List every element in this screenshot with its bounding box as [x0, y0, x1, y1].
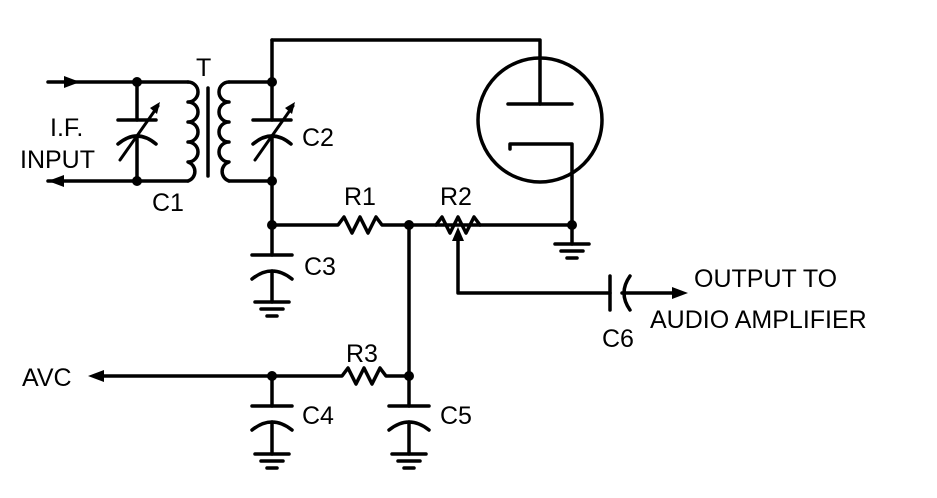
junction-c5 — [404, 371, 414, 381]
label-output-line1: OUTPUT TO — [694, 265, 837, 293]
r1-resistor — [270, 215, 574, 235]
label-r1: R1 — [344, 183, 376, 211]
label-avc: AVC — [22, 364, 72, 392]
label-c1: C1 — [152, 189, 184, 217]
diode-vacuum-tube-icon — [476, 56, 604, 227]
label-r2: R2 — [440, 183, 472, 211]
label-c6: C6 — [602, 325, 634, 353]
ground-icon — [553, 223, 591, 260]
c1-variable-capacitor — [116, 77, 160, 186]
label-if-input-line1: I.F. — [50, 114, 83, 142]
ground-icon — [253, 300, 291, 318]
ground-icon — [390, 452, 428, 470]
label-c5: C5 — [440, 402, 472, 430]
label-c4: C4 — [302, 402, 334, 430]
r3-resistor — [88, 366, 411, 386]
r2-potentiometer — [434, 215, 612, 295]
label-transformer: T — [196, 54, 211, 82]
c6-capacitor — [608, 274, 688, 312]
label-output-line2: AUDIO AMPLIFIER — [650, 306, 867, 334]
c4-capacitor — [250, 374, 294, 456]
label-c3: C3 — [304, 253, 336, 281]
label-if-input-line2: INPUT — [20, 146, 95, 174]
ground-icon — [253, 452, 291, 470]
label-r3: R3 — [346, 340, 378, 368]
label-c2: C2 — [302, 124, 334, 152]
c5-capacitor — [387, 404, 431, 456]
transformer-t — [186, 80, 274, 183]
c2-variable-capacitor — [251, 38, 295, 227]
if-input-terminals — [46, 76, 190, 187]
wire-to-tube-plate — [270, 38, 542, 106]
c3-capacitor — [250, 223, 294, 304]
